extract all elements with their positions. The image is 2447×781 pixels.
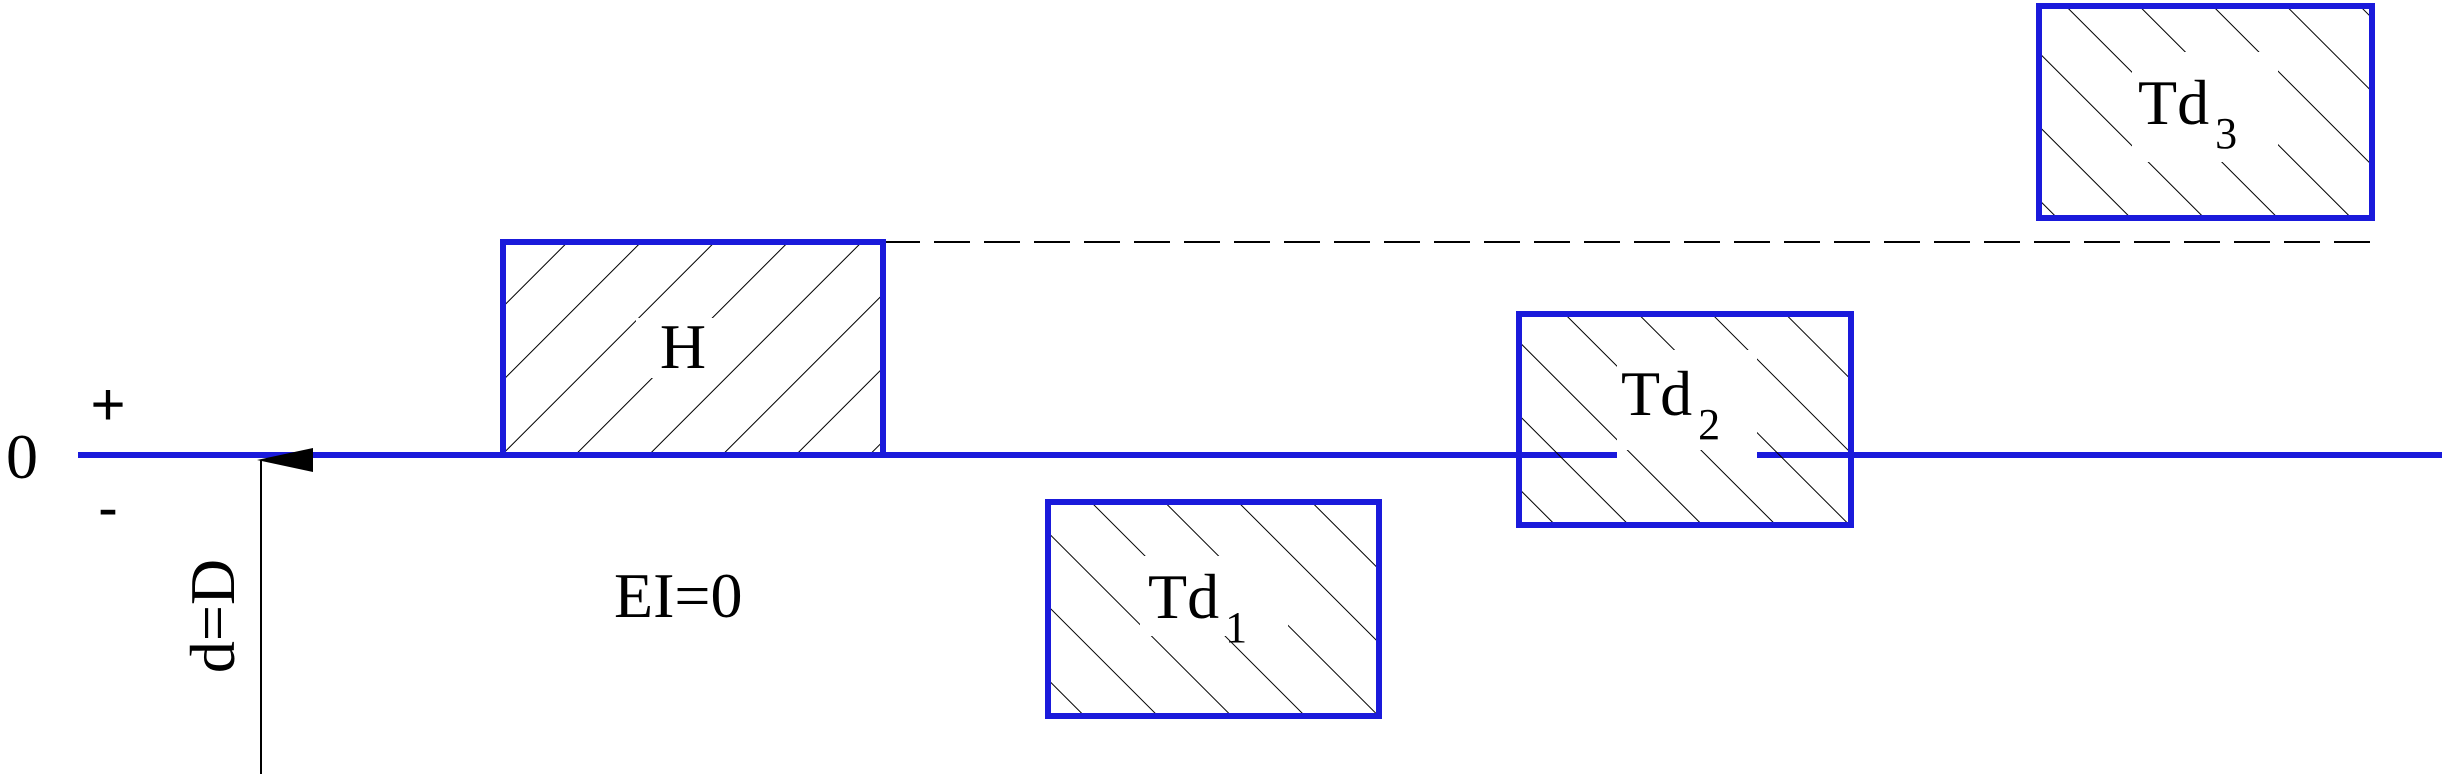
minus-sign: - (98, 474, 118, 541)
hole-zone-outline (500, 239, 886, 458)
zero-line-label: 0 (6, 421, 38, 492)
shaft-zone-3-outline (2036, 3, 2375, 221)
hole-zone-H: H (500, 239, 886, 458)
shaft-zone-2-subscript: 2 (1698, 400, 1720, 449)
basic-size-label: d=D (177, 559, 248, 673)
shaft-zone-1-subscript: 1 (1225, 603, 1247, 652)
shaft-zone-1-outline (1045, 499, 1382, 719)
lower-deviation-label: EI=0 (614, 560, 743, 631)
shaft-zone-2-outline (1516, 311, 1854, 528)
hole-zone-label: H (660, 311, 706, 382)
shaft-zone-3-subscript: 3 (2215, 109, 2237, 158)
plus-sign: + (90, 371, 125, 438)
